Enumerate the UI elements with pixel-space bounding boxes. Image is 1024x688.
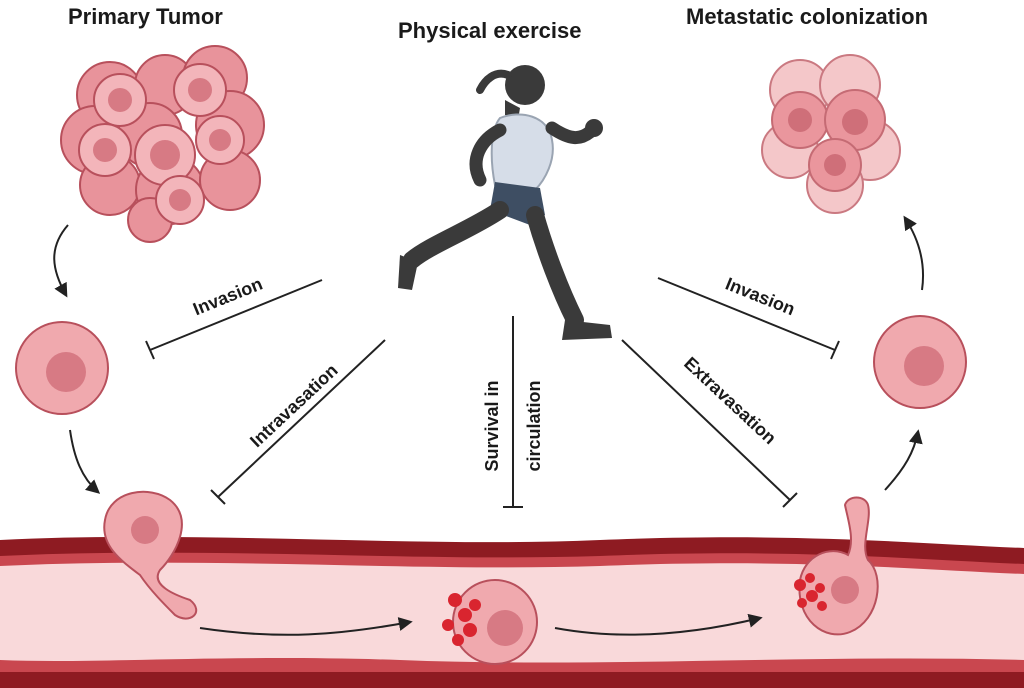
- arrow-circulation-to-extravasation: [554, 613, 763, 636]
- primary-tumor-cluster-icon: [60, 45, 265, 243]
- arrow-tumor-to-cell: [53, 224, 69, 298]
- inhibition-extravasation: [621, 339, 791, 501]
- intravasating-cell-icon: [103, 490, 198, 620]
- platelet-cluster-icon-right: [794, 573, 827, 611]
- tumor-cell-icon-right: [873, 315, 967, 409]
- extravasating-cell-icon: [794, 496, 879, 636]
- label-intravasation: Intravasation: [246, 360, 342, 451]
- runner-icon: [398, 65, 612, 340]
- arrow-cell-to-metastasis: [903, 215, 924, 291]
- arrow-extravasation-to-cell: [884, 429, 923, 491]
- metastatic-cluster-icon: [761, 54, 901, 214]
- tumor-cell-icon: [15, 321, 109, 415]
- label-survival-line1: Survival in: [482, 380, 502, 471]
- blood-vessel: [0, 536, 1024, 688]
- label-extravasation: Extravasation: [680, 353, 780, 448]
- flow-arrows: [53, 215, 924, 636]
- title-physical-exercise: Physical exercise: [398, 18, 582, 43]
- arrow-vessel-to-circulation: [199, 617, 413, 636]
- platelet-cluster-icon: [442, 593, 481, 646]
- label-invasion-left: Invasion: [190, 273, 265, 319]
- title-metastatic-colonization: Metastatic colonization: [686, 4, 929, 29]
- inhibition-invasion-left: [149, 279, 323, 351]
- label-survival-line2: circulation: [524, 380, 544, 471]
- inhibition-intravasation: [217, 339, 386, 498]
- circulating-cell-icon: [442, 579, 538, 665]
- label-invasion-right: Invasion: [723, 273, 798, 319]
- title-primary-tumor: Primary Tumor: [68, 4, 223, 29]
- inhibition-invasion-right: [657, 277, 836, 351]
- inhibition-lines: [145, 277, 840, 508]
- arrow-cell-to-vessel: [69, 429, 101, 494]
